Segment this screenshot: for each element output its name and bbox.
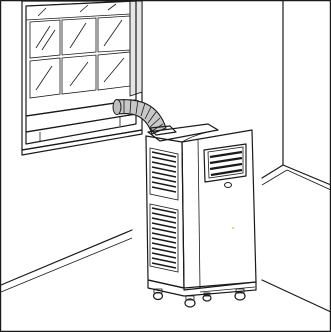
window xyxy=(22,1,142,155)
power-button xyxy=(225,183,232,188)
ac-front-panel xyxy=(182,130,256,290)
window-glass xyxy=(30,4,130,98)
lower-side-grille xyxy=(150,204,178,272)
caster-wheel xyxy=(185,296,195,307)
indicator-light xyxy=(232,227,234,229)
portable-ac-unit xyxy=(146,124,256,307)
window-frame xyxy=(26,1,136,116)
air-outlet-louver xyxy=(204,144,246,182)
upper-side-grille xyxy=(150,148,178,200)
